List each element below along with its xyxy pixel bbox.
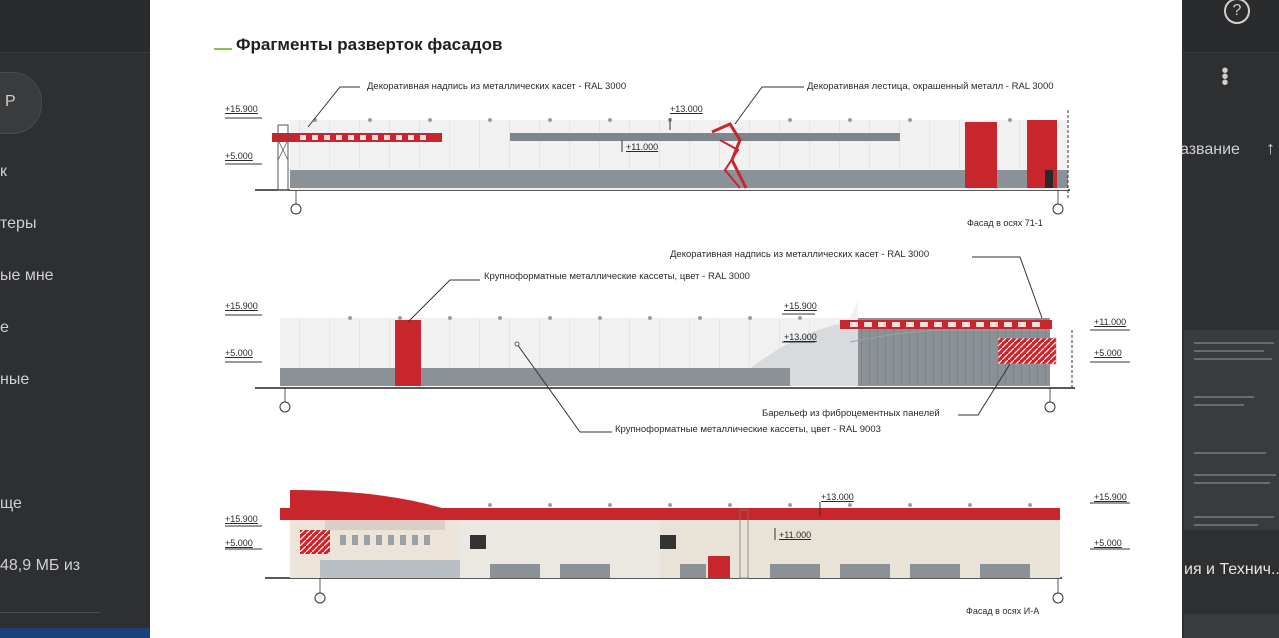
file-name[interactable]: ия и Технич... xyxy=(1184,561,1279,579)
facade-drawings xyxy=(225,86,1130,604)
nav-item-label: ые мне xyxy=(0,267,54,284)
callout-decor-stair: Декоративная лестица, окрашенный металл … xyxy=(807,81,1054,92)
sort-arrow-up-icon[interactable]: ↑ xyxy=(1266,138,1275,158)
storage-usage-text: 48,9 МБ из xyxy=(0,557,80,575)
callout-decor-sign-1: Декоративная надпись из металлических ка… xyxy=(367,81,627,92)
nav-item-label: теры xyxy=(0,215,37,232)
nav-item-label: ще xyxy=(0,495,22,512)
more-vert-icon[interactable]: ••• xyxy=(1221,60,1229,94)
file-name-label: ия и Технич... xyxy=(1184,561,1279,578)
nav-item-label: к xyxy=(0,163,7,180)
viewer-left-topbar xyxy=(0,0,150,53)
nav-item-label: ные xyxy=(0,371,30,388)
level-5000: +5.000 xyxy=(225,151,253,161)
nav-item-5[interactable]: ные xyxy=(0,371,29,389)
taskbar-strip xyxy=(0,628,150,638)
viewer-left-panel: P к теры ые мне е ные ще 48,9 МБ из xyxy=(0,0,150,638)
storage-bar xyxy=(0,612,100,613)
caption-facade-1: Фасад в осях 71-1 xyxy=(967,218,1043,228)
level-5000: +5.000 xyxy=(225,348,253,358)
level-15900: +15.900 xyxy=(784,301,817,311)
facade-2 xyxy=(225,256,1130,433)
nav-item-1[interactable]: к xyxy=(0,163,7,181)
callout-cassette-white: Крупноформатные металлические кассеты, ц… xyxy=(615,424,881,435)
nav-item-storage[interactable]: ще xyxy=(0,495,22,513)
column-header-name[interactable]: азвание xyxy=(1182,141,1240,159)
callout-cassette-red: Крупноформатные металлические кассеты, ц… xyxy=(484,271,750,282)
title-accent-line xyxy=(214,48,232,50)
nav-item-3[interactable]: ые мне xyxy=(0,267,54,285)
level-15900: +15.900 xyxy=(225,514,258,524)
level-13000: +13.000 xyxy=(670,104,703,114)
level-15900: +15.900 xyxy=(225,301,258,311)
level-5000: +5.000 xyxy=(1094,348,1122,358)
file-preview-thumbnail[interactable] xyxy=(1184,330,1279,530)
file-preview-strip xyxy=(1184,614,1279,638)
level-11000: +11.000 xyxy=(626,142,659,152)
document-page: Фрагменты разверток фасадов xyxy=(150,0,1182,638)
level-5000: +5.000 xyxy=(225,538,253,548)
callout-decor-sign-2: Декоративная надпись из металлических ка… xyxy=(670,249,930,260)
nav-item-label: е xyxy=(0,319,9,336)
callout-bas-relief: Барельеф из фиброцементных панелей xyxy=(762,408,940,419)
column-header-label: азвание xyxy=(1182,141,1240,158)
level-15900: +15.900 xyxy=(225,104,258,114)
facade-1 xyxy=(225,86,1070,215)
level-11000: +11.000 xyxy=(1094,317,1127,327)
facade-3 xyxy=(225,490,1130,604)
level-13000: +13.000 xyxy=(784,332,817,342)
level-15900: +15.900 xyxy=(1094,492,1127,502)
help-icon[interactable]: ? xyxy=(1224,0,1250,24)
level-5000: +5.000 xyxy=(1094,538,1122,548)
nav-item-4[interactable]: е xyxy=(0,319,9,337)
new-button[interactable]: P xyxy=(0,72,42,134)
viewer-right-panel: ? ••• азвание ↑ ия и Технич... xyxy=(1182,0,1279,638)
page-title: Фрагменты разверток фасадов xyxy=(236,35,503,54)
caption-facade-3: Фасад в осях И-А xyxy=(966,606,1040,616)
storage-usage-label: 48,9 МБ из xyxy=(0,557,81,574)
new-button-label: P xyxy=(5,93,16,110)
nav-item-2[interactable]: теры xyxy=(0,215,36,233)
level-13000: +13.000 xyxy=(821,492,854,502)
level-11000: +11.000 xyxy=(779,530,812,540)
